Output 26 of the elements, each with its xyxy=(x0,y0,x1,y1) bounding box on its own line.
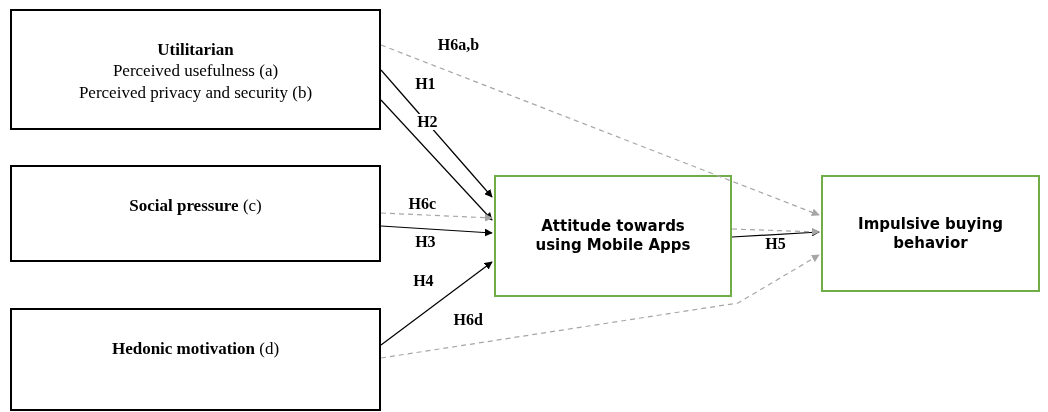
arrow xyxy=(380,99,493,221)
edge-label: H6c xyxy=(407,196,438,212)
edge-label: H2 xyxy=(416,114,439,130)
concept-box xyxy=(10,165,381,262)
box-heading: Utilitarian xyxy=(157,39,234,61)
edge-label: H1 xyxy=(414,75,437,92)
arrow xyxy=(380,254,820,359)
box-text: Impulsive buying behavior xyxy=(857,214,1004,253)
concept-box xyxy=(494,175,732,297)
concept-box xyxy=(821,175,1040,292)
box-text: Perceived usefulness (a) xyxy=(112,60,279,82)
box-text: Social pressure (c) xyxy=(129,195,262,217)
arrow xyxy=(380,225,493,237)
edge-label: H6a,b xyxy=(436,36,481,53)
concept-box xyxy=(10,308,381,411)
box-text: Perceived privacy and security (b) xyxy=(78,81,313,103)
arrow xyxy=(380,261,493,346)
edge-label: H3 xyxy=(414,233,437,250)
box-text: Hedonic motivation (d) xyxy=(111,338,280,360)
concept-box xyxy=(10,9,381,130)
arrow xyxy=(380,69,493,198)
edge-label: H4 xyxy=(412,272,435,289)
arrow xyxy=(380,212,493,222)
box-text: Attitude towards using Mobile Apps xyxy=(534,217,692,255)
edge-label: H5 xyxy=(764,235,787,252)
arrow xyxy=(380,44,820,217)
